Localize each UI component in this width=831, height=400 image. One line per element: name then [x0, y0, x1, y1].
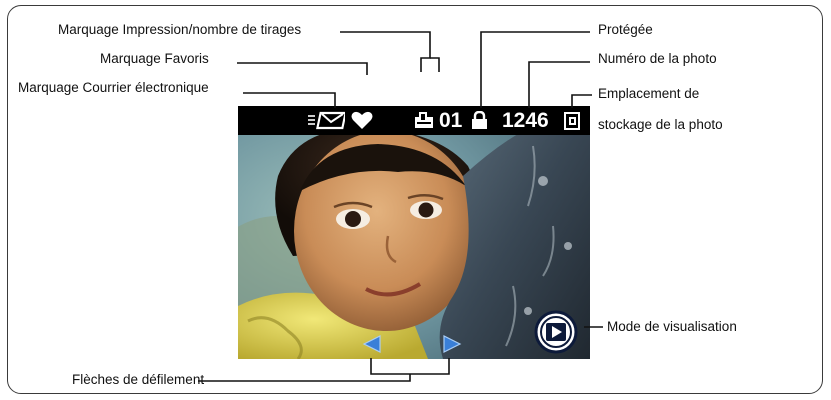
- heart-icon: [351, 111, 373, 129]
- label-storage-line2: stockage de la photo: [598, 117, 723, 132]
- label-review-mode: Mode de visualisation: [607, 319, 737, 334]
- label-scroll-arrows: Flèches de défilement: [72, 372, 205, 387]
- photo-number: 1246: [502, 109, 549, 132]
- left-arrow-icon[interactable]: [362, 334, 382, 354]
- diagram-frame: [7, 5, 823, 394]
- print-icon: [415, 112, 433, 128]
- memory-card-icon: [564, 112, 580, 130]
- status-bar: 01 1246: [238, 106, 590, 135]
- label-storage-line1: Emplacement de: [598, 86, 700, 101]
- child-photo: [238, 106, 590, 359]
- label-email-tag: Marquage Courrier électronique: [18, 80, 209, 95]
- label-photo-number: Numéro de la photo: [598, 51, 717, 66]
- label-favorites-tag: Marquage Favoris: [100, 51, 209, 66]
- label-protected: Protégée: [598, 22, 653, 37]
- print-count: 01: [439, 109, 463, 132]
- label-print-tag: Marquage Impression/nombre de tirages: [58, 22, 302, 37]
- email-tag-icon: [308, 111, 345, 130]
- play-icon: [534, 310, 578, 354]
- right-arrow-icon[interactable]: [442, 334, 462, 354]
- lock-icon: [472, 111, 487, 129]
- camera-screen: 01 1246: [238, 106, 590, 359]
